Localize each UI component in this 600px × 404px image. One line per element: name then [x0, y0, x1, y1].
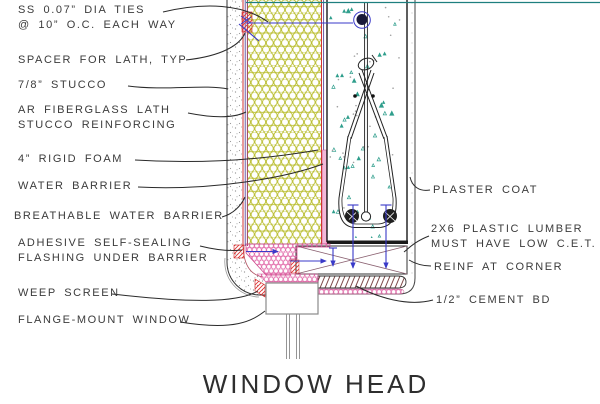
- rebar-detail: [338, 2, 397, 228]
- label-plaster-coat: PLASTER COAT: [433, 184, 539, 196]
- spacer-for-lath: [241, 11, 253, 33]
- cement-board: [315, 275, 407, 295]
- label-weep-screen: WEEP SCREEN: [18, 287, 120, 299]
- window-frame: [265, 282, 319, 359]
- label-reinf-corner: REINF AT CORNER: [434, 261, 564, 273]
- label-cement-board: 1/2” CEMENT BD: [436, 294, 551, 306]
- red-hatch-items: [233, 11, 300, 298]
- plastic-lumber: [295, 245, 408, 275]
- water-barrier-strip: [322, 149, 327, 245]
- label-ss-ties: SS 0.07” DIA TIES @ 10” O.C. EACH WAY: [18, 4, 177, 31]
- label-stucco: 7/8” STUCCO: [18, 79, 108, 91]
- drawing-title: WINDOW HEAD: [202, 369, 430, 399]
- corner-reinf-hatch: [290, 259, 300, 274]
- label-plastic-lumber: 2X6 PLASTIC LUMBER MUST HAVE LOW C.E.T.: [431, 223, 597, 250]
- barrier-lines: [242, 0, 248, 246]
- label-adhesive: ADHESIVE SELF-SEALING FLASHING UNDER BAR…: [18, 237, 209, 264]
- label-spacer: SPACER FOR LATH, TYP: [18, 54, 188, 66]
- leader-lines: [111, 5, 434, 326]
- label-water-barrier: WATER BARRIER: [18, 180, 133, 192]
- stainless-ties: [238, 11, 392, 269]
- stucco-layer: [224, 0, 266, 298]
- label-flange-window: FLANGE-MOUNT WINDOW: [18, 314, 191, 326]
- label-breathable: BREATHABLE WATER BARRIER: [14, 210, 224, 222]
- label-rigid-foam: 4” RIGID FOAM: [18, 153, 124, 165]
- weep-screen-hatch: [254, 278, 266, 298]
- rigid-foam-layer: [248, 0, 327, 245]
- label-lath: AR FIBERGLASS LATH STUCCO REINFORCING: [18, 104, 177, 131]
- concrete-speckles: [329, 6, 401, 238]
